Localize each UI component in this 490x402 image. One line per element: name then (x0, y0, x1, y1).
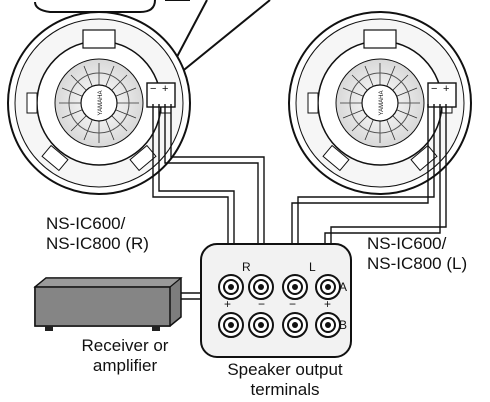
speaker-l: YAMAHA (288, 11, 472, 195)
terminals-label-line2: terminals (250, 380, 320, 399)
terminals-label-line1: Speaker output (227, 360, 343, 379)
brand-logo-l: YAMAHA (379, 91, 385, 116)
minus-r-label: − (258, 297, 265, 311)
plus-l-label: + (324, 297, 331, 311)
row-a-label: A (339, 280, 347, 294)
terminals-label: Speaker output terminals (200, 360, 370, 400)
channel-r-label: R (242, 260, 251, 274)
terminal-plus-r: + (162, 83, 168, 95)
minus-l-label: − (289, 297, 296, 311)
channel-l-label: L (309, 260, 316, 274)
speaker-r-label-line2: NS-IC800 (R) (46, 234, 149, 253)
terminal-plus-l: + (443, 83, 449, 95)
row-b-label: B (339, 318, 347, 332)
speaker-r-label-line1: NS-IC600/ (46, 214, 126, 233)
speaker-l-label-line2: NS-IC800 (L) (367, 254, 468, 273)
terminal-jacks (218, 274, 341, 338)
receiver-box (33, 277, 183, 331)
speaker-r-label: NS-IC600/ NS-IC800 (R) (46, 214, 149, 254)
brand-logo-r: YAMAHA (98, 91, 104, 116)
speaker-l-label-line1: NS-IC600/ (367, 234, 447, 253)
receiver-label: Receiver or amplifier (60, 336, 190, 376)
terminal-minus-l: − (431, 83, 437, 95)
speaker-r: YAMAHA (7, 11, 191, 195)
speaker-l-label: NS-IC600/ NS-IC800 (L) (367, 234, 467, 274)
plus-r-label: + (224, 297, 231, 311)
receiver-label-line1: Receiver or (81, 336, 169, 355)
terminal-minus-r: − (150, 83, 156, 95)
receiver-label-line2: amplifier (92, 356, 158, 375)
